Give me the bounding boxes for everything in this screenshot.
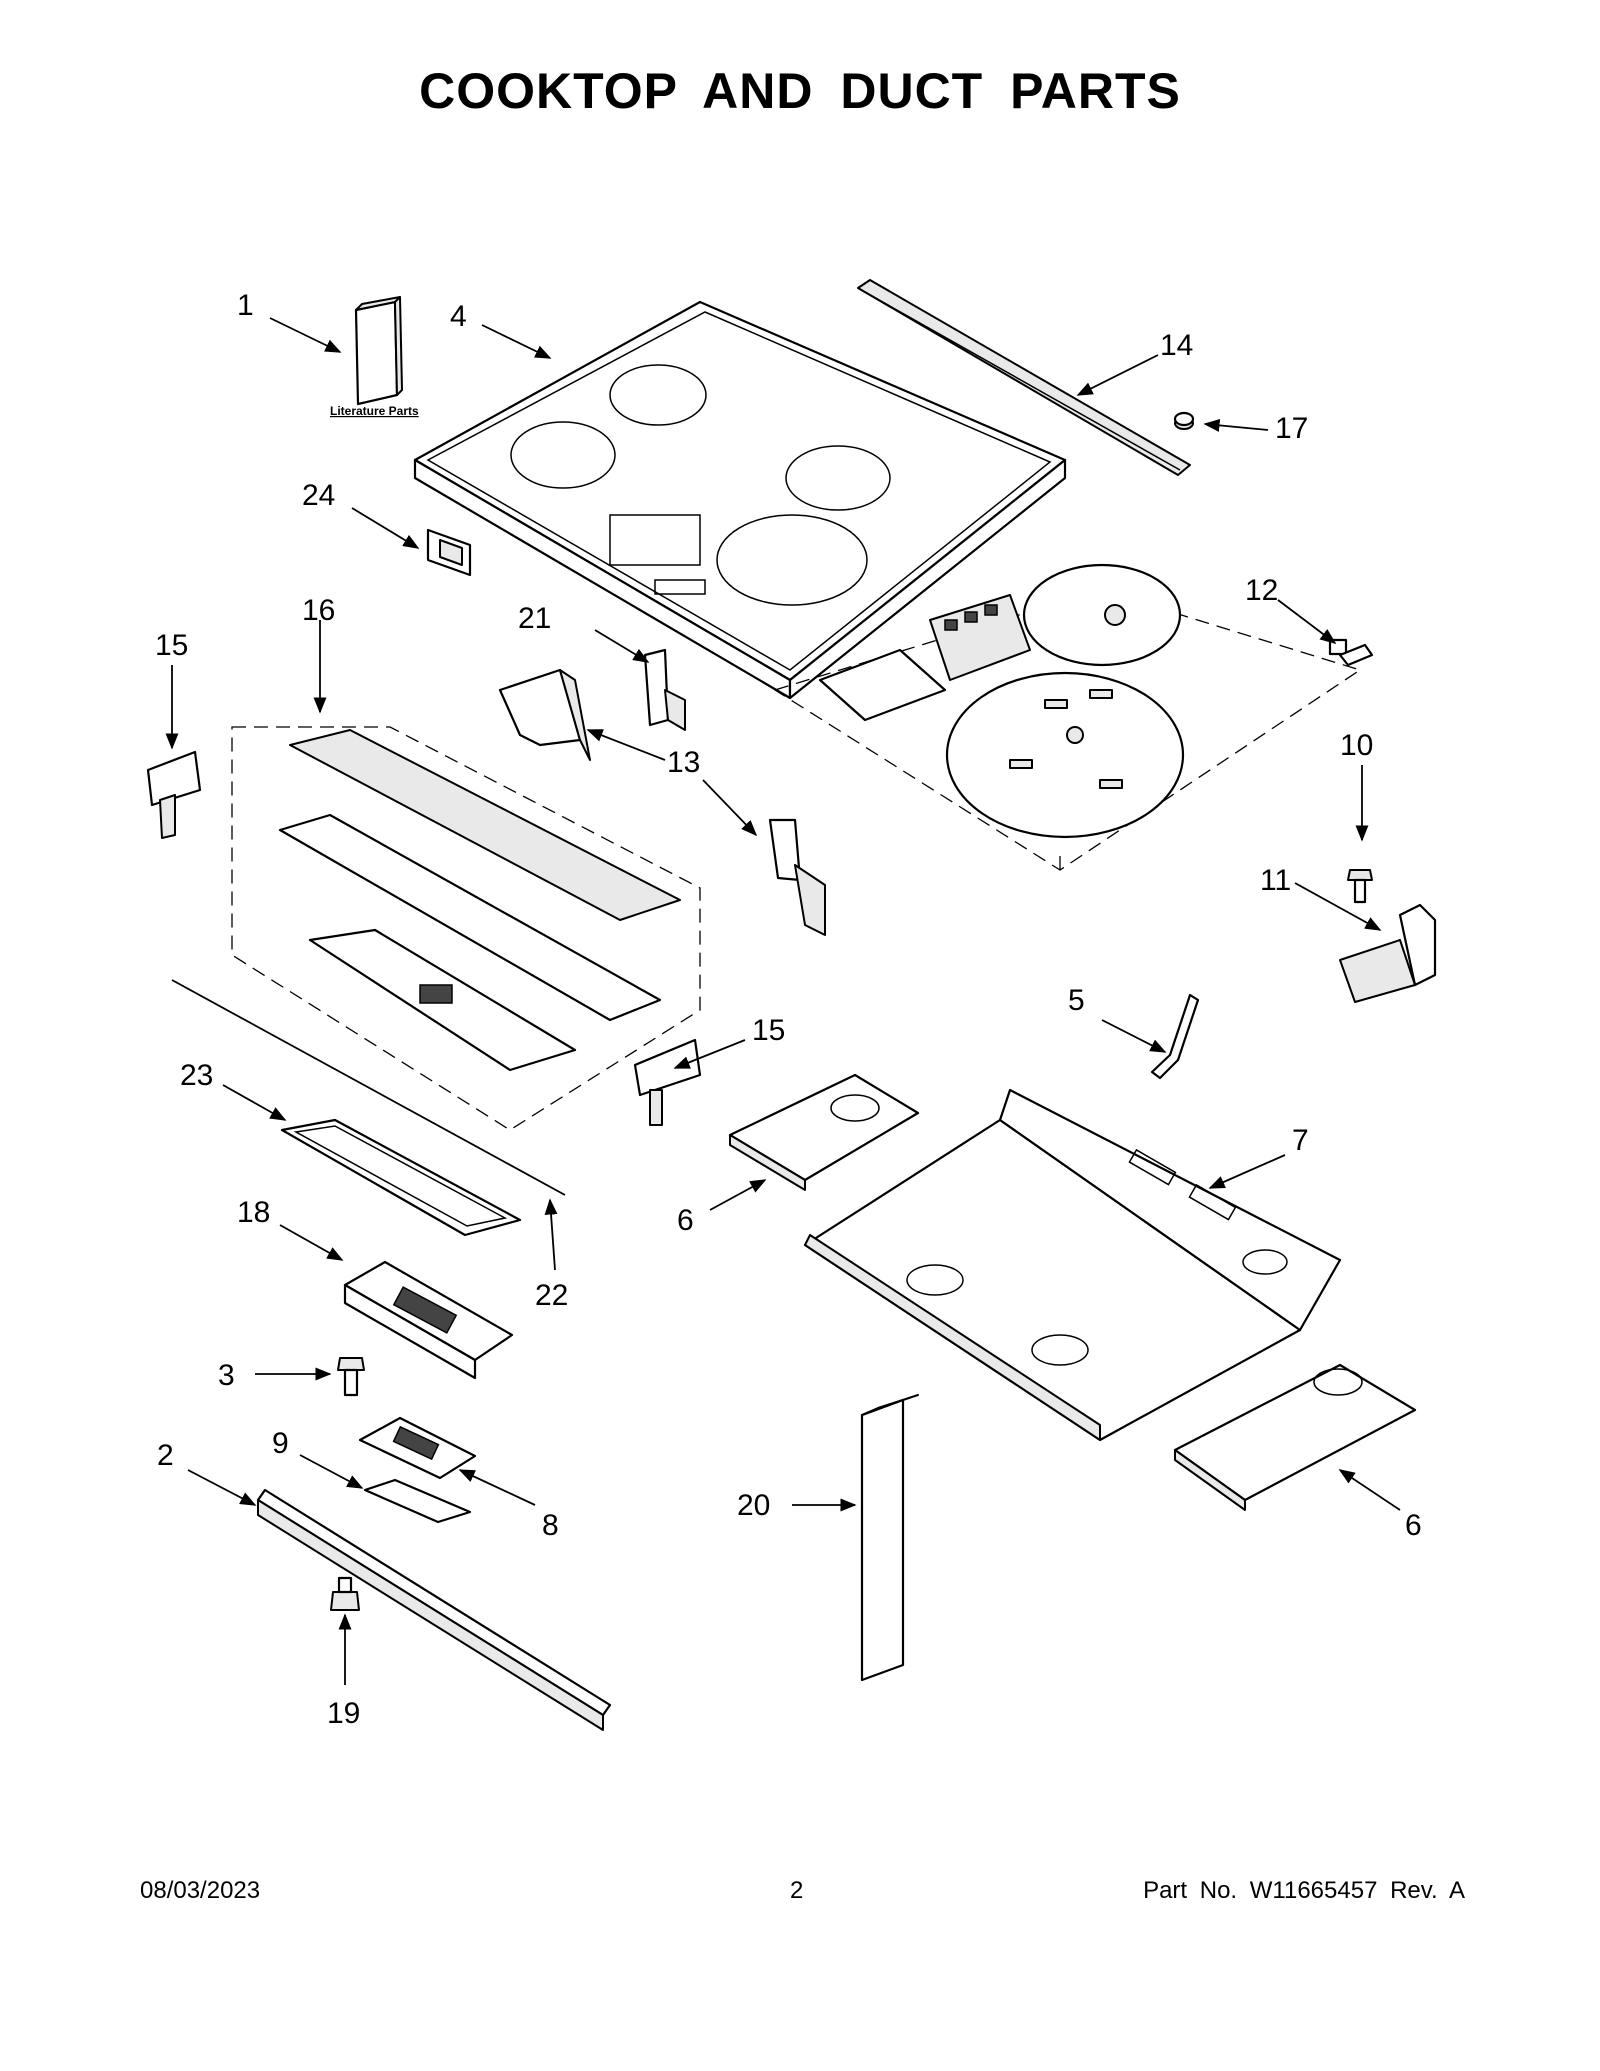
callout-12: 12 [1245, 574, 1278, 607]
cooktop-glass [413, 300, 1067, 700]
bracket-15-right [633, 1038, 702, 1126]
callout-23: 23 [180, 1059, 213, 1092]
callout-10: 10 [1340, 729, 1373, 762]
callout-labels: 1 4 14 17 24 12 21 13 16 15 10 11 15 5 2… [155, 289, 1422, 1730]
bracket-right [1339, 903, 1437, 1003]
trim-strip [171, 979, 566, 1196]
callout-17: 17 [1275, 412, 1308, 445]
callout-18: 18 [237, 1196, 270, 1229]
callout-15-right: 15 [752, 1014, 785, 1047]
leader-lines [165, 317, 1401, 1685]
vent-duct [860, 1394, 919, 1682]
callout-1: 1 [237, 289, 254, 322]
control-panel-assembly [231, 726, 701, 1131]
callout-5: 5 [1068, 984, 1085, 1017]
literature-parts-booklet [354, 296, 403, 406]
bracket-13-left [498, 668, 591, 761]
callout-11: 11 [1260, 864, 1291, 897]
clip-bracket [426, 528, 472, 577]
leveling-foot [330, 1576, 360, 1611]
callout-14: 14 [1160, 329, 1193, 362]
callout-21: 21 [518, 602, 551, 635]
literature-parts-label: Literature Parts [330, 404, 419, 418]
callout-16: 16 [302, 594, 335, 627]
callout-19: 19 [327, 1697, 360, 1730]
bracket-15-left [146, 750, 202, 839]
callout-20: 20 [737, 1489, 770, 1522]
bracket-9 [363, 1478, 472, 1524]
callout-3: 3 [218, 1359, 235, 1392]
burner-tray-assembly [773, 563, 1362, 871]
callout-22: 22 [535, 1279, 568, 1312]
callout-7: 7 [1292, 1124, 1309, 1157]
callout-13: 13 [667, 746, 700, 779]
callout-6-upper: 6 [677, 1204, 694, 1237]
callout-9: 9 [272, 1427, 289, 1460]
rear-trim [857, 279, 1191, 476]
callout-4: 4 [450, 300, 467, 333]
footer-page-number: 2 [790, 1877, 804, 1904]
bracket-21 [643, 648, 686, 731]
footer-part-number: Part No. W11665457 Rev. A [1143, 1877, 1465, 1904]
screw [1347, 869, 1373, 904]
heat-shield-upper [728, 1073, 920, 1191]
control-board [818, 594, 1031, 722]
user-interface-board [343, 1260, 514, 1380]
footer-date: 08/03/2023 [140, 1877, 261, 1904]
callout-15-left: 15 [155, 629, 188, 662]
clip [1338, 643, 1374, 667]
callout-24: 24 [302, 479, 335, 512]
grommet [1173, 411, 1195, 430]
callout-8: 8 [542, 1509, 559, 1542]
lower-trim [256, 1488, 612, 1731]
clip-5 [1150, 993, 1200, 1080]
bracket-13-right [768, 818, 826, 936]
display-lens [280, 1118, 522, 1237]
page-title: COOKTOP AND DUCT PARTS [419, 63, 1181, 119]
heat-shield-lower [1173, 1363, 1417, 1511]
callout-2: 2 [157, 1439, 174, 1472]
callout-6-lower: 6 [1405, 1509, 1422, 1542]
screw-3 [337, 1357, 365, 1397]
control-board-8 [358, 1416, 477, 1480]
duct-tray [803, 1088, 1342, 1442]
